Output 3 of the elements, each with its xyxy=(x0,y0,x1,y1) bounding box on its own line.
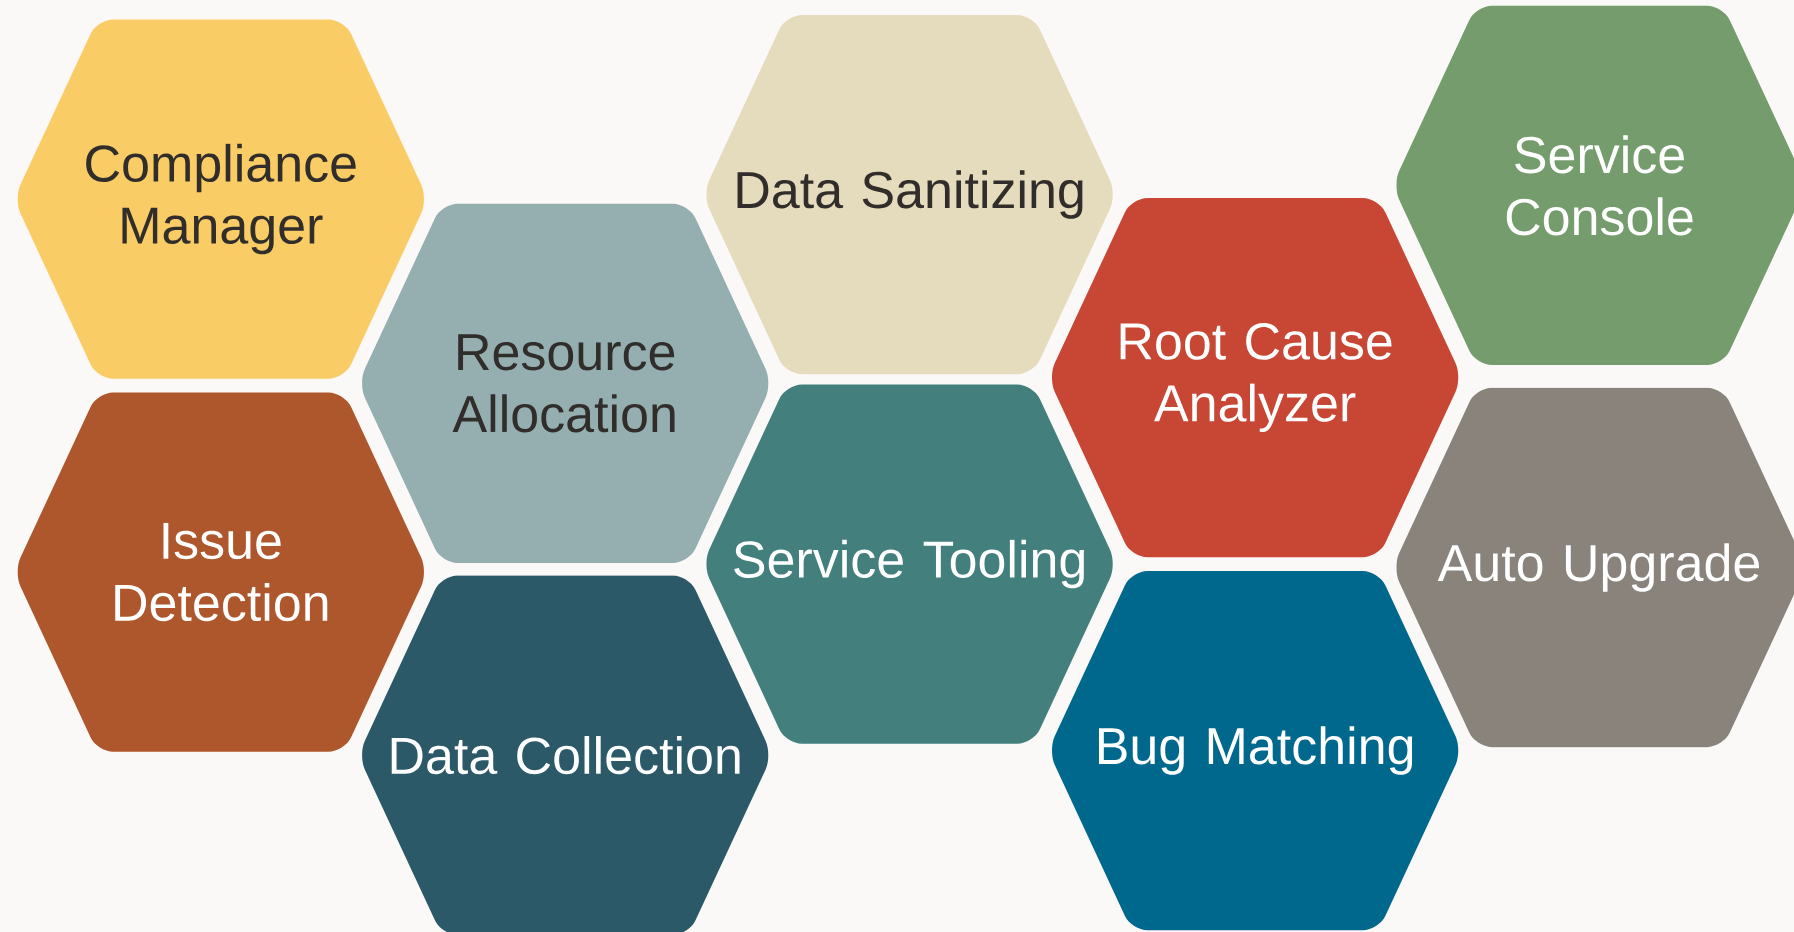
hexagon: Service Console xyxy=(1396,5,1794,365)
hexagon: Data Sanitizing xyxy=(706,14,1113,374)
hexagon: Compliance Manager xyxy=(17,19,424,379)
